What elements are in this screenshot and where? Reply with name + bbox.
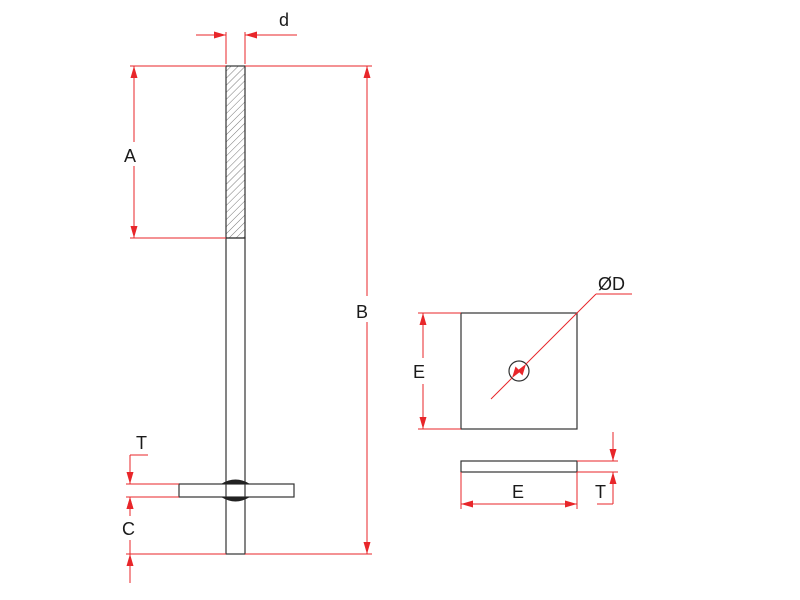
dimension-c: C <box>122 497 226 583</box>
label-c: C <box>122 519 135 539</box>
label-d: d <box>279 10 289 30</box>
bolt-hole <box>508 360 530 382</box>
label-t-detail: T <box>595 482 606 502</box>
dimension-t-side: T <box>126 433 179 510</box>
anchor-rod <box>178 65 295 555</box>
dimension-t-detail: T <box>577 432 618 505</box>
weld-bottom <box>221 496 250 502</box>
dimension-e-horizontal: E <box>460 472 578 509</box>
plate-edge <box>460 460 578 473</box>
label-b: B <box>356 302 368 322</box>
label-a: A <box>124 146 136 166</box>
weld-top <box>221 479 250 485</box>
dimension-hole-diameter: ØD <box>490 274 632 400</box>
plate-edge-view <box>460 460 578 473</box>
label-hole-diameter: ØD <box>598 274 625 294</box>
label-e-horizontal: E <box>512 482 524 502</box>
label-e-vertical: E <box>413 362 425 382</box>
plate-top-view <box>460 312 578 430</box>
threaded-section <box>225 65 246 239</box>
plate-outline <box>460 312 578 430</box>
anchor-plate-side <box>178 483 295 498</box>
rod-shaft <box>225 237 246 555</box>
label-t-side: T <box>136 433 147 453</box>
dimension-b: B <box>245 65 372 555</box>
dimension-e-vertical: E <box>413 312 461 430</box>
dimension-a: A <box>124 65 226 239</box>
dimension-d: d <box>196 10 297 64</box>
